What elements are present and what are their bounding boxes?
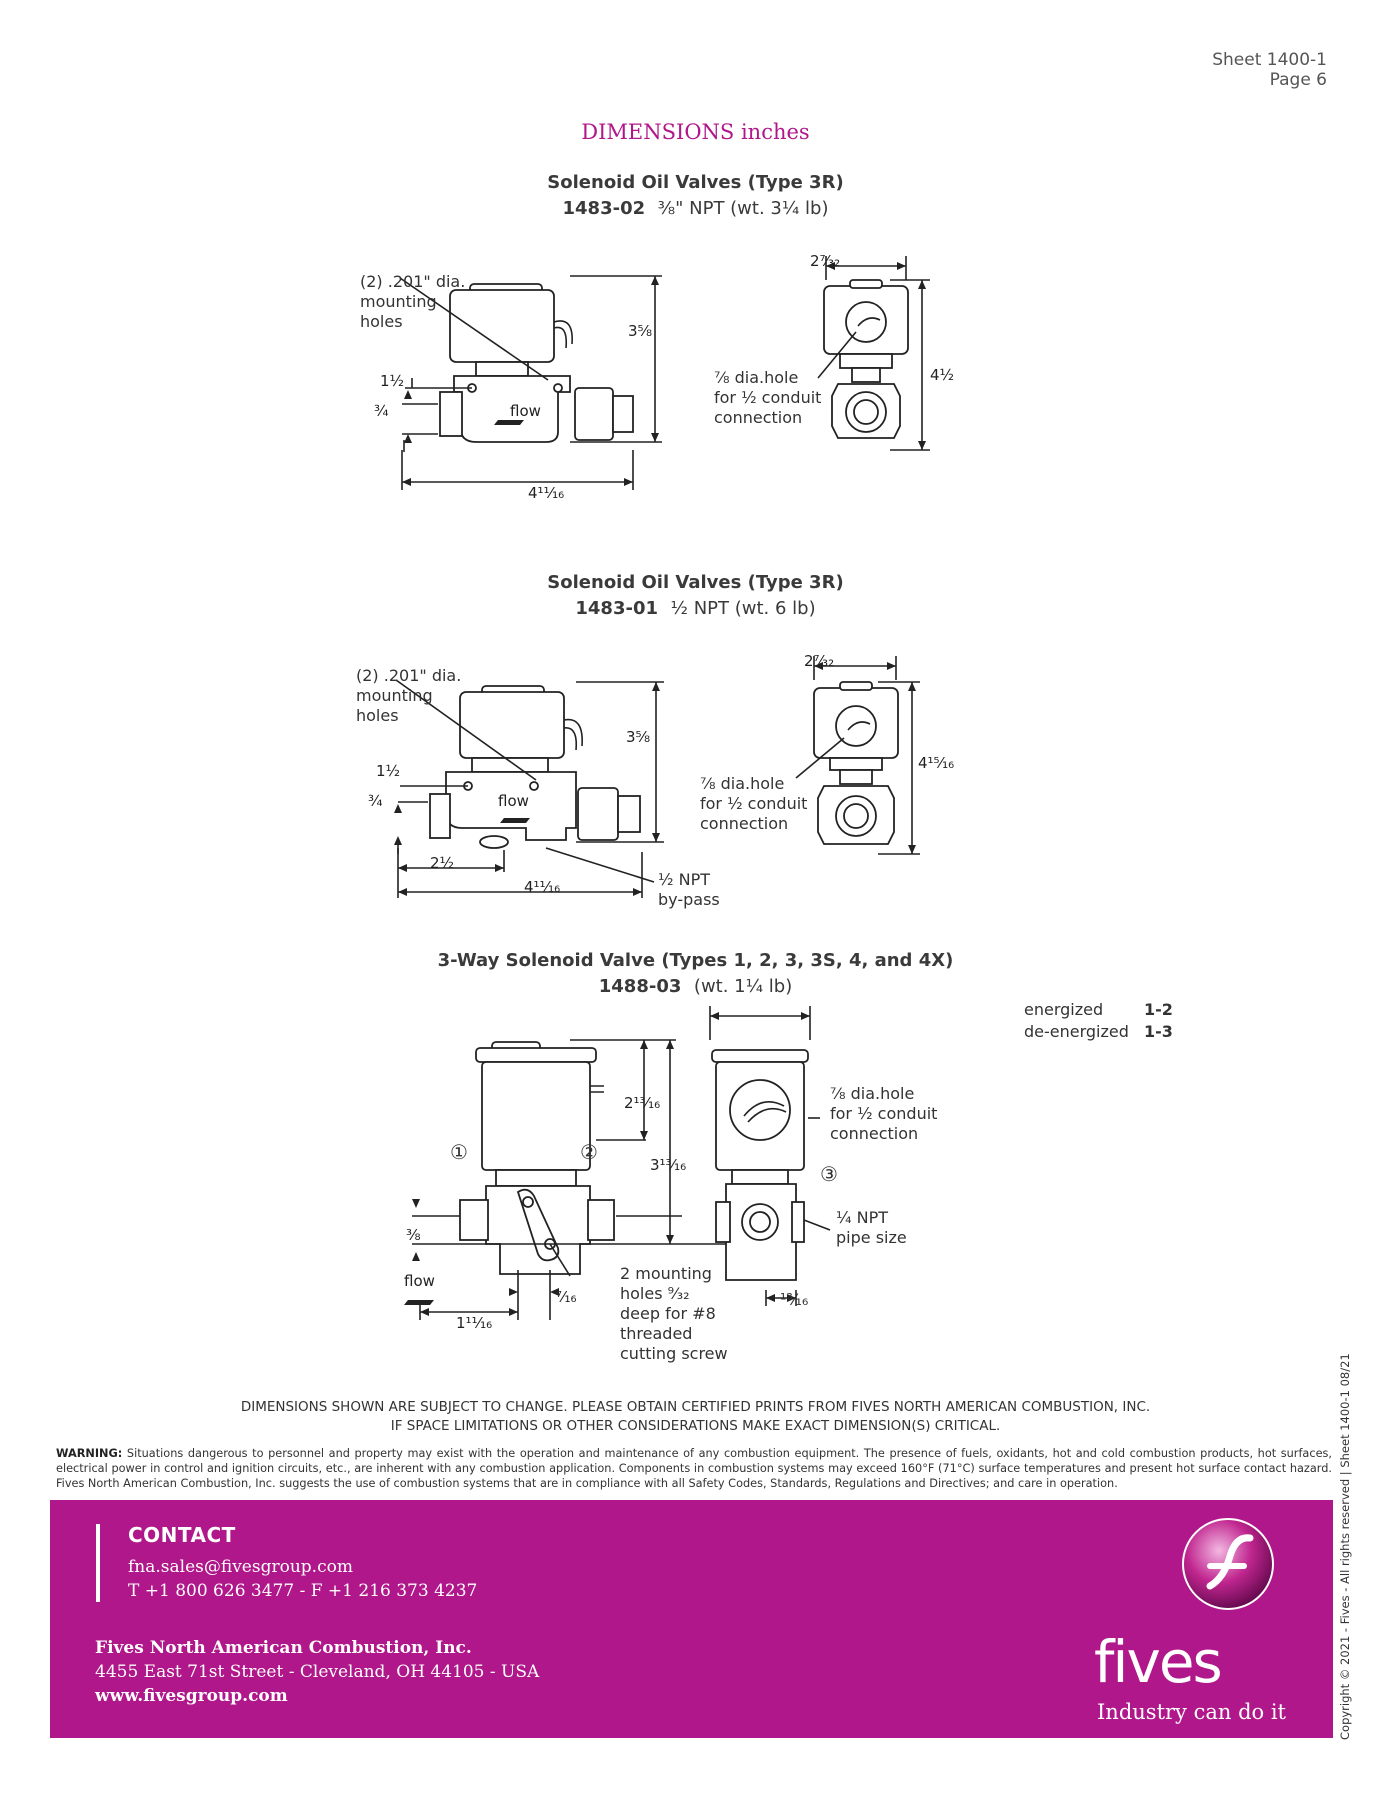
company-address: 4455 East 71st Street - Cleveland, OH 44… [95,1662,540,1682]
company-info: Fives North American Combustion, Inc. 44… [95,1636,539,1708]
dim-base-label-3: ⅜ [406,1226,421,1244]
valve-1483-02-end-drawing: 2⁷⁄₃₂ 4½ [810,252,954,451]
conduit-hole-callout-1: ⅞ dia.hole for ½ conduit connection [714,368,822,427]
section-3-heading: 3-Way Solenoid Valve (Types 1, 2, 3, 3S,… [437,950,954,971]
port-2-label: ② [580,1140,598,1164]
flow-label-2: flow [498,792,529,810]
bypass-callout: ½ NPT by-pass [658,870,720,909]
conduit-hole-callout-3: ⅞ dia.hole for ½ conduit connection [830,1084,938,1143]
company-name: Fives North American Combustion, Inc. [95,1638,472,1658]
energized-value: 1-2 [1144,1000,1173,1019]
de-energized-label: de-energized [1024,1022,1129,1041]
dim-length-label-3: 1¹¹⁄₁₆ [456,1314,492,1332]
valve-1483-01-end-drawing: 2⁷⁄₃₂ 4¹⁵⁄₁₆ [795,652,954,855]
section-3-spec: (wt. 1¼ lb) [693,976,793,997]
dim-total-height-label-3: 3¹³⁄₁₆ [650,1156,686,1174]
dim-base-label: ¾ [374,402,389,420]
fives-logo-icon [1182,1518,1274,1610]
pipe-size-callout: ¼ NPT pipe size [836,1208,907,1247]
section-1-heading: Solenoid Oil Valves (Type 3R) [547,172,844,193]
section-2-model: 1483-01 [575,598,658,619]
section-2-title: Solenoid Oil Valves (Type 3R) 1483-01 ½ … [0,570,1391,622]
valve-1483-02-side-drawing: 3⅝ 1½ ¾ 4¹¹⁄₁₆ flow [374,275,662,502]
dim-total-height-label: 4½ [930,366,954,384]
contact-title: CONTACT [128,1523,236,1547]
company-website[interactable]: www.fivesgroup.com [95,1686,288,1706]
dim-width-label-2: 2⁷⁄₃₂ [804,652,834,670]
dimensions-notice: DIMENSIONS SHOWN ARE SUBJECT TO CHANGE. … [0,1398,1391,1436]
section-1-title: Solenoid Oil Valves (Type 3R) 1483-02 ⅜"… [0,170,1391,222]
dim-total-height-label-2: 4¹⁵⁄₁₆ [918,754,954,772]
sheet-number: Sheet 1400-1 [1212,50,1327,70]
copyright-text: Copyright © 2021 - Fives - All rights re… [1338,1353,1352,1740]
page-title: DIMENSIONS inches [581,120,810,144]
warning-label: WARNING: [56,1447,123,1460]
dim-height-label-2: 3⅝ [626,728,650,746]
dim-height-label: 3⅝ [628,322,652,340]
warning-body: Situations dangerous to personnel and pr… [56,1447,1332,1490]
energized-state: energized [1024,1000,1103,1020]
section-2-spec: ½ NPT (wt. 6 lb) [670,598,816,619]
mounting-holes-callout-3: 2 mounting holes ⁹⁄₃₂ deep for #8 thread… [620,1264,728,1363]
contact-divider [96,1524,100,1602]
de-energized-value: 1-3 [1144,1022,1173,1041]
notice-line-1: DIMENSIONS SHOWN ARE SUBJECT TO CHANGE. … [240,1399,1151,1415]
section-2-heading: Solenoid Oil Valves (Type 3R) [547,572,844,593]
section-3-model: 1488-03 [598,976,682,997]
dim-width-label: 2⁷⁄₃₂ [810,252,840,270]
valve-1488-03-end-drawing [709,1006,831,1306]
port-1-label: ① [450,1140,468,1164]
notice-line-2: IF SPACE LIMITATIONS OR OTHER CONSIDERAT… [390,1418,1001,1434]
brand-tagline: Industry can do it [1097,1700,1286,1724]
section-1-model: 1483-02 [562,198,646,219]
sheet-header: Sheet 1400-1 Page 6 [1212,50,1327,90]
section-1-spec: ⅜" NPT (wt. 3¼ lb) [657,198,829,219]
mounting-holes-callout-2: (2) .201" dia. mounting holes [356,666,462,725]
dim-coil-height-label: 2¹³⁄₁₆ [624,1094,660,1112]
dim-length-label-2: 4¹¹⁄₁₆ [524,878,560,896]
page-number: Page 6 [1269,70,1327,90]
section-3-title: 3-Way Solenoid Valve (Types 1, 2, 3, 3S,… [0,948,1391,1000]
port-3-label: ③ [820,1162,838,1186]
mounting-holes-callout-1: (2) .201" dia. mounting holes [360,272,466,331]
flow-label: flow [510,402,541,420]
warning-text: WARNING: Situations dangerous to personn… [56,1446,1332,1491]
contact-phone: T +1 800 626 3477 - F +1 216 373 4237 [128,1581,478,1601]
dim-depth-label: ¹³⁄₁₆ [780,1290,809,1309]
valve-1483-01-side-drawing: 3⅝ 1½ ¾ 2½ 4¹¹⁄₁₆ flow [368,679,664,898]
contact-email[interactable]: fna.sales@fivesgroup.com [128,1557,353,1577]
de-energized-state: de-energized [1024,1022,1129,1042]
valve-1488-03-side-drawing: 2¹³⁄₁₆ 3¹³⁄₁₆ ⅜ ⁷⁄₁₆ 1¹¹⁄₁₆ flow [404,1039,730,1332]
dim-length-label: 4¹¹⁄₁₆ [528,484,564,502]
conduit-hole-callout-2: ⅞ dia.hole for ½ conduit connection [700,774,808,833]
dim-offset-label: 1½ [380,372,404,390]
dim-mid-label-2: 2½ [430,854,454,872]
energized-label: energized [1024,1000,1104,1019]
dim-base-label-2: ¾ [368,792,383,810]
flow-label-3: flow [404,1272,435,1290]
dim-offset-label-2: 1½ [376,762,400,780]
dim-hole-label: ⁷⁄₁₆ [556,1288,577,1306]
footer-banner [50,1500,1333,1738]
brand-name: fives [1094,1628,1223,1696]
